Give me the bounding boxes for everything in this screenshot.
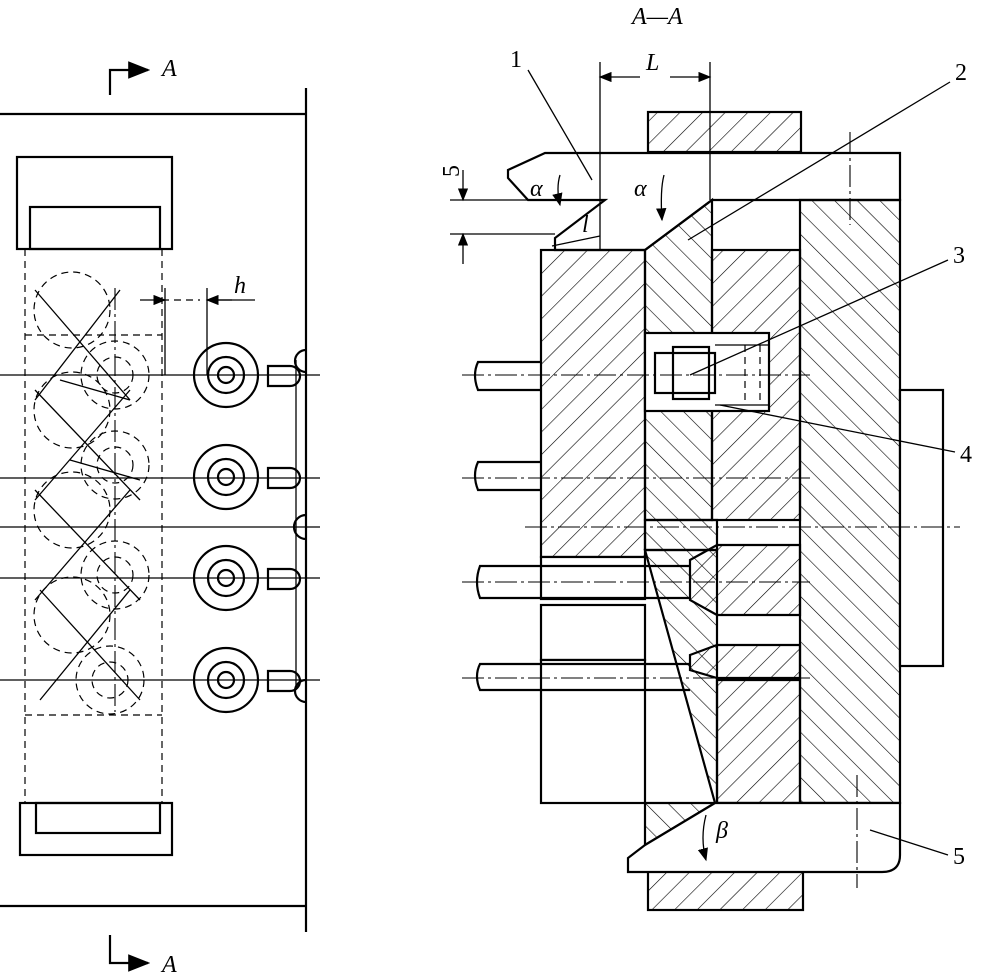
wedge-bar-1 [506, 151, 902, 252]
roller-1 [192, 341, 302, 409]
bottom-stop-block [646, 868, 805, 912]
top-clamp-slot [28, 205, 162, 251]
dimension-l-label: l [582, 212, 589, 238]
section-view: A—A [439, 4, 972, 912]
angle-beta: β [697, 814, 728, 862]
left-plan-view: A A [0, 56, 320, 973]
part-number-2: 2 [955, 60, 967, 86]
alpha-right-label: α [634, 176, 647, 202]
dimension-5: 5 [439, 165, 600, 264]
angle-alpha-right: α [634, 174, 667, 222]
left-lower-block [539, 603, 647, 662]
main-body [798, 198, 902, 805]
top-stop-block [646, 110, 803, 154]
part-label-2: 2 [687, 60, 967, 241]
left-gap-block [539, 555, 647, 601]
part-label-3: 3 [689, 243, 965, 376]
wedge-bar-5 [626, 801, 902, 874]
dimension-5-label: 5 [439, 165, 465, 177]
dimension-h-label: h [234, 273, 246, 299]
cross-lines [34, 289, 141, 701]
right-flange [898, 388, 945, 668]
left-base-block [539, 248, 647, 559]
section-title: A—A [630, 4, 683, 30]
dimension-L: L [598, 50, 712, 250]
piston-upper [688, 543, 802, 617]
screw-body [671, 345, 711, 401]
part-label-4: 4 [719, 404, 972, 468]
part-label-1: 1 [510, 47, 593, 181]
screw-head [653, 351, 717, 395]
alpha-left-label: α [530, 176, 543, 202]
part-number-4: 4 [960, 442, 972, 468]
section-marker-bottom-label: A [160, 952, 177, 973]
part-number-1: 1 [510, 47, 522, 73]
hidden-lines [24, 249, 200, 803]
section-marker-top: A [108, 56, 177, 95]
lower-inner-block [715, 678, 802, 805]
roller-3 [192, 544, 302, 612]
wedge-column-mid [643, 518, 719, 552]
angle-alpha-left: α [530, 174, 563, 207]
part-label-5: 5 [869, 829, 965, 870]
section-marker-bottom: A [108, 935, 177, 973]
part-number-3: 3 [953, 243, 965, 269]
beta-label: β [715, 818, 728, 844]
bottom-clamp-slot [34, 801, 162, 835]
bottom-clamp-block [18, 801, 174, 857]
roller-2 [192, 443, 302, 511]
section-marker-top-label: A [160, 56, 177, 82]
part-number-5: 5 [953, 844, 965, 870]
left-bottom-block [539, 658, 647, 805]
dimension-l: l [551, 212, 601, 247]
dimension-h: h [140, 273, 255, 375]
piston-lower [688, 643, 802, 680]
top-clamp-block [15, 155, 174, 251]
dimension-L-label: L [645, 50, 659, 76]
